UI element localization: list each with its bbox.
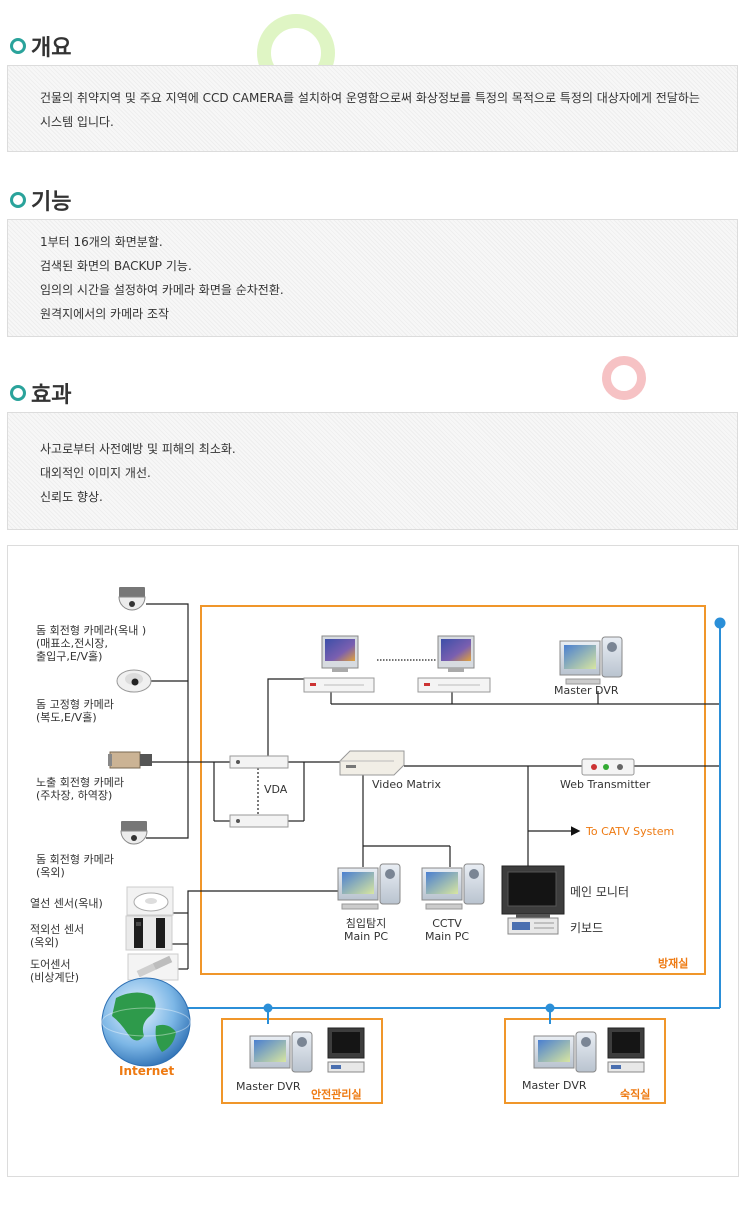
- matrix-lines: [362, 765, 720, 867]
- network-node: [263, 1003, 273, 1013]
- camera-label: 돔 고정형 카메라 (복도,E/V홀): [36, 698, 114, 724]
- web-transmitter-icon: [581, 758, 635, 776]
- sensor-label: 적외선 센서 (옥외): [30, 923, 84, 949]
- features-line: 1부터 16개의 화면분할.: [40, 235, 163, 249]
- bullet-ring-icon: [10, 385, 26, 401]
- main-monitor-icon: [501, 865, 565, 918]
- sensor-label-line: (비상계단): [30, 971, 80, 984]
- sensor-label: 도어센서 (비상계단): [30, 958, 79, 984]
- monitor-keyboard-icon: [607, 1027, 645, 1073]
- monitor-icon: [437, 635, 475, 672]
- heat-sensor-icon: [126, 886, 174, 916]
- cctv-pc-label: CCTV Main PC: [418, 917, 476, 943]
- effects-title: 효과: [31, 383, 72, 408]
- dvr-bus-lines: [330, 659, 720, 705]
- master-dvr-pc-icon: [533, 1031, 597, 1073]
- decorative-pink-ring: [602, 356, 646, 400]
- catv-label: To CATV System: [586, 825, 675, 838]
- camera-label-line: (매표소,전시장,: [36, 637, 109, 650]
- camera-label-line: 출입구,E/V홀): [36, 650, 103, 663]
- effects-box: 사고로부터 사전예방 및 피해의 최소화. 대외적인 이미지 개선. 신뢰도 향…: [7, 412, 738, 530]
- sensor-label-line: (옥외): [30, 936, 59, 949]
- safety-room-dvr-label: Master DVR: [236, 1080, 301, 1093]
- network-node: [545, 1003, 555, 1013]
- features-line: 원격지에서의 카메라 조작: [40, 307, 170, 321]
- overview-line: 시스템 입니다.: [40, 115, 114, 129]
- features-line: 검색된 화면의 BACKUP 기능.: [40, 259, 192, 273]
- dvr-unit-icon: [417, 677, 491, 693]
- vda-unit-icon: [229, 814, 289, 828]
- night-room-dvr-label: Master DVR: [522, 1079, 587, 1092]
- cctv-system-diagram: 돔 회전형 카메라(옥내 ) (매표소,전시장, 출입구,E/V홀) 돔 고정형…: [7, 545, 739, 1177]
- effects-line: 신뢰도 향상.: [40, 490, 103, 504]
- camera-label-line: (옥외): [36, 866, 65, 879]
- overview-box: 건물의 취약지역 및 주요 지역에 CCD CAMERA를 설치하여 운영함으로…: [7, 65, 738, 152]
- video-matrix-icon: [339, 750, 405, 776]
- camera-label-line: (주차장, 하역장): [36, 789, 113, 802]
- camera-label: 돔 회전형 카메라(옥내 ) (매표소,전시장, 출입구,E/V홀): [36, 624, 146, 663]
- control-room-box: [200, 605, 706, 975]
- cctv-pc-label-line: CCTV: [432, 917, 462, 930]
- sensor-label-line: 도어센서: [30, 958, 71, 971]
- effects-line: 대외적인 이미지 개선.: [40, 466, 151, 480]
- sensor-lines: [172, 890, 343, 970]
- camera-label-line: 돔 고정형 카메라: [36, 698, 114, 711]
- main-monitor-label: 메인 모니터: [570, 885, 630, 899]
- vda-unit-icon: [229, 755, 289, 769]
- dome-camera-icon: [118, 587, 146, 611]
- intrusion-pc-label: 침입탐지 Main PC: [338, 917, 394, 943]
- dvr-unit-icon: [303, 677, 375, 693]
- effects-line: 사고로부터 사전예방 및 피해의 최소화.: [40, 442, 236, 456]
- keyboard-label: 키보드: [570, 921, 604, 935]
- master-dvr-pc-icon: [559, 636, 623, 685]
- intrusion-pc-label-line: Main PC: [343, 930, 389, 943]
- camera-label: 돔 회전형 카메라 (옥외): [36, 853, 114, 879]
- internet-globe-icon: [101, 977, 191, 1067]
- overview-title: 개요: [31, 36, 72, 61]
- camera-label-line: 노출 회전형 카메라: [36, 776, 124, 789]
- features-line: 임의의 시간을 설정하여 카메라 화면을 순차전환.: [40, 283, 284, 297]
- box-camera-icon: [108, 751, 152, 769]
- camera-bus-lines: [146, 603, 340, 839]
- night-room-box: [504, 1018, 666, 1104]
- sensor-label: 열선 센서(옥내): [30, 897, 103, 910]
- features-title: 기능: [31, 190, 72, 215]
- safety-room-label: 안전관리실: [311, 1088, 362, 1101]
- fixed-dome-camera-icon: [116, 669, 152, 693]
- bullet-ring-icon: [10, 192, 26, 208]
- master-dvr-label: Master DVR: [554, 684, 619, 697]
- cctv-main-pc-icon: [421, 863, 485, 910]
- cctv-pc-label-line: Main PC: [424, 930, 470, 943]
- sensor-label-line: 적외선 센서: [30, 923, 85, 936]
- monitor-keyboard-icon: [327, 1027, 365, 1073]
- features-heading: 기능: [10, 184, 71, 216]
- night-room-label: 숙직실: [620, 1088, 651, 1101]
- overview-heading: 개요: [10, 30, 71, 62]
- master-dvr-pc-icon: [249, 1031, 313, 1073]
- safety-room-box: [221, 1018, 383, 1104]
- intrusion-pc-label-line: 침입탐지: [345, 917, 387, 930]
- web-transmitter-label: Web Transmitter: [560, 778, 651, 791]
- video-matrix-label: Video Matrix: [372, 778, 441, 791]
- features-box: 1부터 16개의 화면분할. 검색된 화면의 BACKUP 기능. 임의의 시간…: [7, 219, 738, 337]
- control-room-label: 방재실: [658, 957, 689, 970]
- keyboard-controller-icon: [507, 917, 559, 935]
- bullet-ring-icon: [10, 38, 26, 54]
- camera-label-line: 돔 회전형 카메라: [36, 853, 114, 866]
- door-sensor-icon: [127, 953, 179, 981]
- effects-heading: 효과: [10, 377, 71, 409]
- monitor-icon: [321, 635, 359, 672]
- sensor-label-line: 열선 센서(옥내): [30, 897, 103, 910]
- camera-label-line: 돔 회전형 카메라(옥내 ): [36, 624, 147, 637]
- internet-label: Internet: [119, 1064, 175, 1078]
- infrared-sensor-icon: [125, 915, 173, 951]
- dome-camera-icon: [120, 821, 148, 845]
- diagram-canvas: [101, 587, 726, 1104]
- camera-label: 노출 회전형 카메라 (주차장, 하역장): [36, 776, 124, 802]
- vda-label: VDA: [264, 783, 288, 796]
- network-node: [714, 617, 726, 629]
- overview-line: 건물의 취약지역 및 주요 지역에 CCD CAMERA를 설치하여 운영함으로…: [40, 91, 700, 105]
- camera-label-line: (복도,E/V홀): [36, 711, 97, 724]
- intrusion-main-pc-icon: [337, 863, 401, 910]
